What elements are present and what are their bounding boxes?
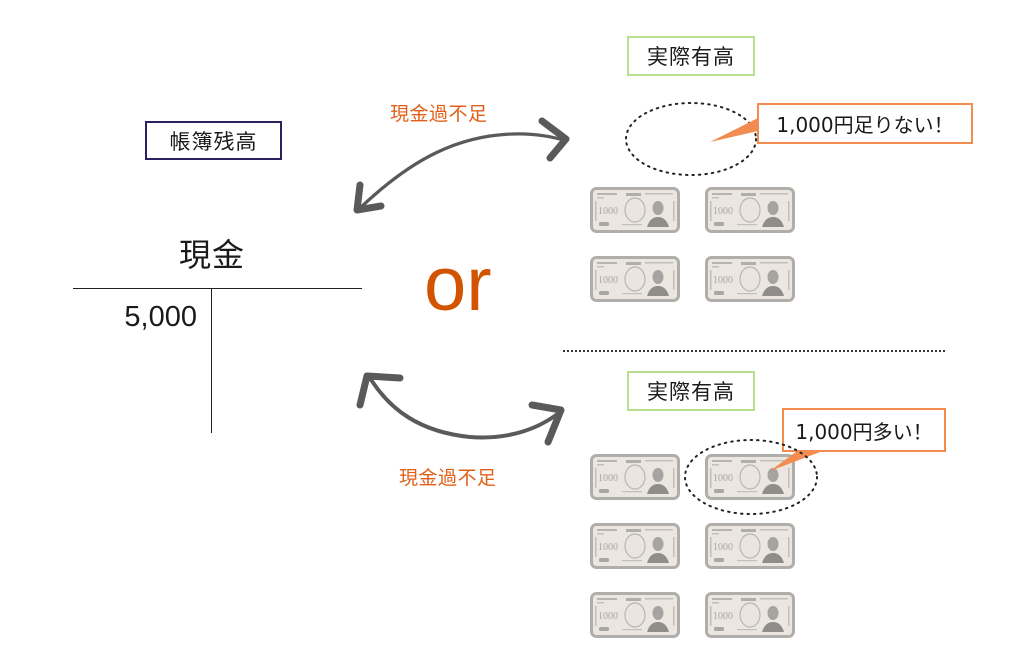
svg-text:1000: 1000 [713,275,733,286]
svg-text:1000: 1000 [598,275,618,286]
case-separator-dotted-line [563,350,945,352]
shortage-callout-text: 1,000円足りない！ [776,113,954,137]
double-arrow-icon-top [353,117,570,214]
callout-pointer-short [710,118,758,142]
arrow-shaft-bottom [368,376,562,440]
account-title: 現金 [178,236,245,274]
book-balance-text: 帳簿残高 [169,129,258,154]
svg-text:1000: 1000 [713,473,733,484]
t-account-horizontal-line [73,288,362,289]
arrowhead-right-bottom [528,401,565,446]
t-account-vertical-line [211,289,212,433]
overage-callout: 1,000円多い！ [782,408,946,452]
book-balance-label: 帳簿残高 [145,121,282,160]
arrowhead-left-bottom [356,372,404,409]
svg-text:1000: 1000 [713,611,733,622]
banknote-icon-actual-bottom: 1000 [590,592,680,638]
banknote-icon-actual-bottom: 1000 [705,592,795,638]
banknote-icon-actual-bottom: 1000 [590,454,680,500]
svg-text:1000: 1000 [598,611,618,622]
banknote-icon-actual-bottom: 1000 [590,523,680,569]
arrowhead-left-top [353,181,385,214]
double-arrow-icon-bottom [356,372,565,446]
banknote-icon-actual-bottom: 1000 [705,523,795,569]
banknote-icon-actual-top: 1000 [705,187,795,233]
cash-over-short-label-top: 現金過不足 [390,103,488,125]
actual-balance-label-bottom: 実際有高 [627,371,755,411]
svg-text:1000: 1000 [598,542,618,553]
banknote-icon-actual-top: 1000 [590,256,680,302]
debit-amount: 5,000 [124,301,197,333]
arrow-shaft-top [356,132,566,212]
svg-text:1000: 1000 [713,542,733,553]
missing-banknote-dotted-ellipse [625,102,757,176]
arrowhead-right-top [538,117,570,162]
cash-over-short-label-bottom: 現金過不足 [399,467,497,489]
or-label: or [424,242,492,327]
banknote-icon-actual-top: 1000 [590,187,680,233]
svg-text:1000: 1000 [598,206,618,217]
actual-balance-text: 実際有高 [647,380,735,404]
actual-balance-label-top: 実際有高 [627,36,755,76]
actual-balance-text: 実際有高 [647,45,735,69]
svg-text:1000: 1000 [713,206,733,217]
overage-callout-text: 1,000円多い！ [795,419,933,444]
banknote-icon-actual-top: 1000 [705,256,795,302]
shortage-callout: 1,000円足りない！ [757,103,973,144]
banknote-icon-actual-bottom: 1000 [705,454,795,500]
svg-text:1000: 1000 [598,473,618,484]
